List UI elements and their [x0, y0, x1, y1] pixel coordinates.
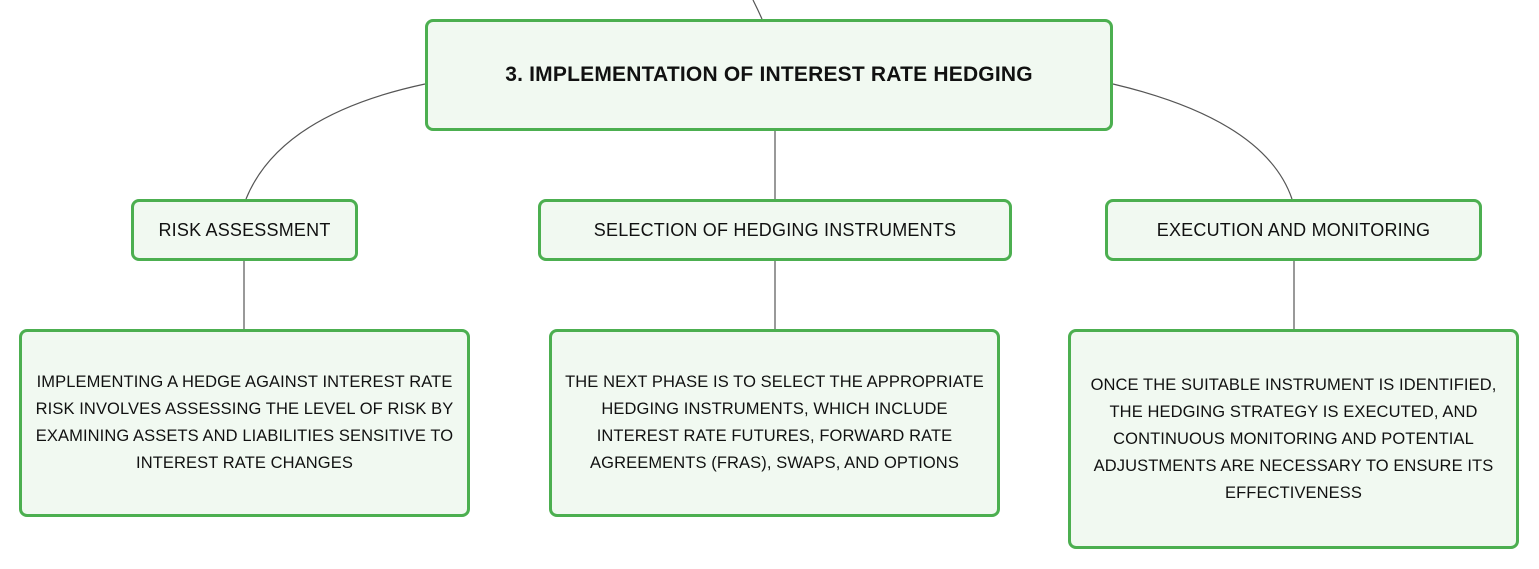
- node-execution-label: EXECUTION AND MONITORING: [1156, 219, 1431, 240]
- root-node-label: 3. IMPLEMENTATION OF INTEREST RATE HEDGI…: [505, 63, 1033, 86]
- node-risk-assessment[interactable]: RISK ASSESSMENT: [131, 199, 358, 261]
- parent-connector: [752, 0, 763, 20]
- connector-root-to-execution: [1112, 83, 1293, 200]
- node-execution-detail[interactable]: ONCE THE SUITABLE INSTRUMENT IS IDENTIFI…: [1068, 329, 1519, 549]
- selection-detail-text: THE NEXT PHASE IS TO SELECT THE APPROPRI…: [565, 373, 984, 472]
- node-execution-and-monitoring[interactable]: EXECUTION AND MONITORING: [1105, 199, 1482, 261]
- root-node[interactable]: 3. IMPLEMENTATION OF INTEREST RATE HEDGI…: [425, 19, 1113, 131]
- node-risk-assessment-label: RISK ASSESSMENT: [158, 219, 331, 240]
- execution-detail-text: ONCE THE SUITABLE INSTRUMENT IS IDENTIFI…: [1090, 375, 1497, 502]
- node-selection-detail[interactable]: THE NEXT PHASE IS TO SELECT THE APPROPRI…: [549, 329, 1000, 517]
- connector-root-to-risk-assessment: [245, 83, 426, 200]
- risk-assessment-detail-text: IMPLEMENTING A HEDGE AGAINST INTEREST RA…: [35, 373, 454, 472]
- node-selection-label: SELECTION OF HEDGING INSTRUMENTS: [593, 219, 957, 240]
- node-selection-of-hedging-instruments[interactable]: SELECTION OF HEDGING INSTRUMENTS: [538, 199, 1012, 261]
- node-risk-assessment-detail[interactable]: IMPLEMENTING A HEDGE AGAINST INTEREST RA…: [19, 329, 470, 517]
